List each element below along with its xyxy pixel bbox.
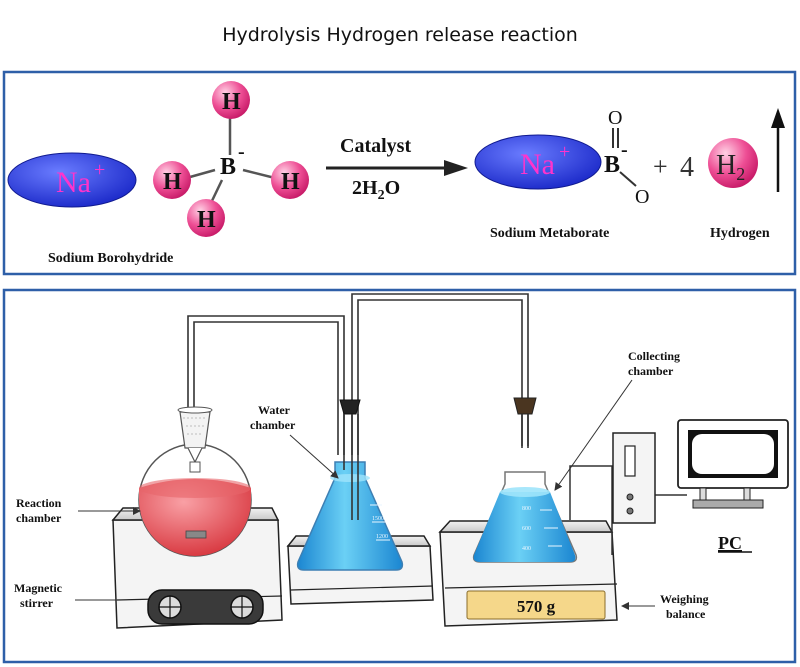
hydrogen-label-top: H <box>222 89 241 115</box>
gas-release-arrow-head <box>771 108 785 128</box>
gas-tubing <box>187 293 529 455</box>
hydrogen-atom-left <box>153 161 191 199</box>
hydrogen-label-left: H <box>163 169 182 195</box>
reaction-arrow-head <box>444 160 468 176</box>
reaction-chamber-flask <box>138 406 252 557</box>
label-magnetic-stirrer-2: stirrer <box>20 596 54 610</box>
water-label: 2H2O <box>352 177 400 203</box>
boron-label: B <box>220 154 236 180</box>
collect-flask-scale-1: 800 <box>522 506 531 512</box>
bond-b-h-right <box>242 168 276 180</box>
hydrogen-molecule <box>708 138 758 188</box>
balance-reading: 570 g <box>517 597 556 616</box>
product-sodium-ion-ellipse <box>474 134 602 190</box>
balance-display <box>466 590 606 620</box>
boron-charge: - <box>238 141 245 163</box>
collecting-chamber-flask: 800 600 400 <box>472 397 578 563</box>
pc-label: PC <box>718 533 742 553</box>
oxygen-label-bottom: O <box>635 186 649 208</box>
label-weighing-balance-2: balance <box>666 607 706 621</box>
hydrogen-coefficient: 4 <box>680 152 694 183</box>
label-water-chamber-2: chamber <box>250 418 296 432</box>
hydrogen-atom-right <box>271 161 309 199</box>
water-flask-scale-2: 1200 <box>376 534 388 540</box>
oxygen-label-top: O <box>608 107 622 129</box>
label-reaction-chamber-2: chamber <box>16 511 62 525</box>
pc-monitor <box>677 419 789 509</box>
plus-sign: + <box>653 152 668 181</box>
label-magnetic-stirrer-1: Magnetic <box>14 581 63 595</box>
collect-flask-scale-3: 400 <box>522 546 531 552</box>
sodium-charge: + <box>94 159 105 181</box>
label-reaction-chamber-1: Reaction <box>16 496 62 510</box>
label-sodium-metaborate: Sodium Metaborate <box>490 226 609 241</box>
product-sodium-symbol: Na <box>520 148 555 181</box>
label-hydrogen: Hydrogen <box>710 226 770 241</box>
label-collecting-chamber-2: chamber <box>628 364 674 378</box>
collect-flask-scale-2: 600 <box>522 526 531 532</box>
diagram-title: Hydrolysis Hydrogen release reaction <box>222 24 578 46</box>
arrow-water-chamber <box>289 434 339 479</box>
product-sodium-charge: + <box>559 141 570 163</box>
label-weighing-balance-1: Weighing <box>660 592 709 606</box>
label-collecting-chamber-1: Collecting <box>628 349 680 363</box>
stir-bar <box>185 530 207 539</box>
bond-b-h-left <box>189 168 216 179</box>
sodium-symbol: Na <box>56 166 91 199</box>
bond-b-o-bottom <box>619 171 637 187</box>
metaborate-boron-charge: - <box>621 139 628 161</box>
label-water-chamber-1: Water <box>258 403 291 417</box>
water-flask-scale-1: 1500 <box>372 516 384 522</box>
hydrogen-molecule-label: H2 <box>716 150 745 184</box>
sodium-ion-ellipse <box>7 152 137 208</box>
catalyst-label: Catalyst <box>340 135 411 157</box>
hydrogen-atom-top <box>212 81 250 119</box>
apparatus-panel <box>2 288 797 664</box>
arrow-collecting-chamber <box>554 379 633 491</box>
water-flask-stopper <box>339 399 361 415</box>
pc-tower <box>612 432 656 524</box>
metaborate-boron-label: B <box>604 152 620 178</box>
water-chamber-flask: 1500 1200 <box>296 399 404 571</box>
reaction-panel <box>2 70 797 276</box>
hydrogen-atom-bottom <box>187 199 225 237</box>
hydrogen-label-right: H <box>281 169 300 195</box>
dropping-funnel <box>179 411 211 449</box>
label-sodium-borohydride: Sodium Borohydride <box>48 251 173 266</box>
hydrogen-label-bottom: H <box>197 207 216 233</box>
collect-flask-stopper <box>513 397 537 415</box>
balance-cable <box>569 465 613 555</box>
